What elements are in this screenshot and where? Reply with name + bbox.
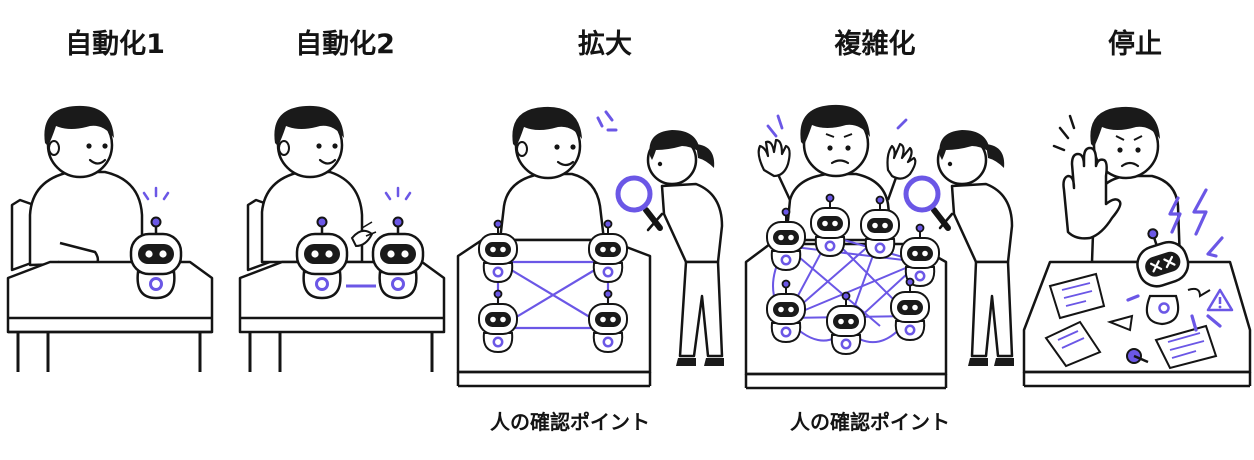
stage-4-checkpoint-label: 人の確認ポイント — [790, 410, 950, 434]
lightning-icon — [1126, 188, 1224, 332]
stage-2-scene — [238, 105, 446, 372]
person-icon — [936, 130, 1014, 366]
signal-icon — [142, 186, 170, 201]
magnifying-glass-icon — [903, 175, 951, 231]
broken-robot-icon — [1136, 228, 1190, 288]
robot-icon — [899, 223, 941, 288]
stage-4-scene — [744, 104, 1014, 390]
robot-icon — [371, 216, 425, 300]
person-icon — [28, 105, 144, 270]
stage-1-scene — [6, 105, 214, 372]
stage-3-checkpoint-label: 人の確認ポイント — [490, 410, 650, 434]
magnifying-glass-icon — [615, 175, 663, 231]
stage-1-title: 自動化1 — [65, 29, 165, 60]
stage-3-title: 拡大 — [578, 29, 632, 60]
person-icon — [498, 106, 606, 242]
warning-icon — [1206, 288, 1234, 312]
stage-2-title: 自動化2 — [295, 29, 395, 60]
person-icon — [646, 130, 724, 366]
stop-hand-icon — [1062, 146, 1122, 240]
stage-5-title: 停止 — [1108, 29, 1162, 60]
stage-4-title: 複雑化 — [834, 29, 916, 60]
signal-icon — [384, 186, 412, 201]
stage-5-scene — [1022, 106, 1252, 388]
stage-3-scene — [456, 106, 724, 388]
